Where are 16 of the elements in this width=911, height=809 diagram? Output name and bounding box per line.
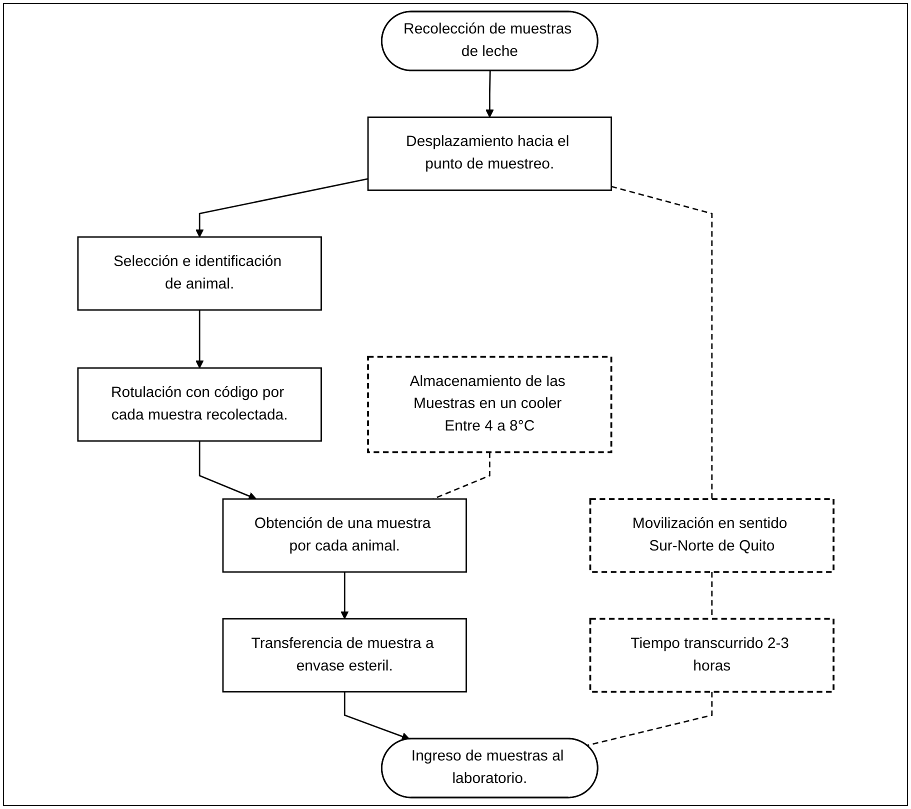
- node-box: Movilización en sentido Sur-Norte de Quito: [589, 498, 834, 573]
- node-box: Desplazamiento hacia el punto de muestreo.: [367, 116, 612, 191]
- node-box: Almacenamiento de las Muestras en un cooler Entre 4 a 8°C: [366, 356, 612, 454]
- node-box: Obtención de una muestra por cada animal.: [222, 498, 467, 573]
- node-box: Transferencia de muestra a envase esteril.: [222, 618, 467, 692]
- connector: [610, 186, 712, 499]
- connector: [586, 692, 712, 746]
- arrow: [195, 178, 368, 238]
- node-box: Selección e identificación de animal.: [76, 236, 322, 311]
- arrow: [195, 310, 204, 368]
- node-box: Tiempo transcurrido 2-3 horas: [589, 618, 834, 693]
- arrow: [198, 441, 256, 500]
- arrow: [340, 572, 348, 620]
- arrow: [485, 70, 494, 118]
- node-box: Rotulación con código por cada muestra recolectada.: [76, 367, 322, 442]
- arrow: [344, 692, 410, 740]
